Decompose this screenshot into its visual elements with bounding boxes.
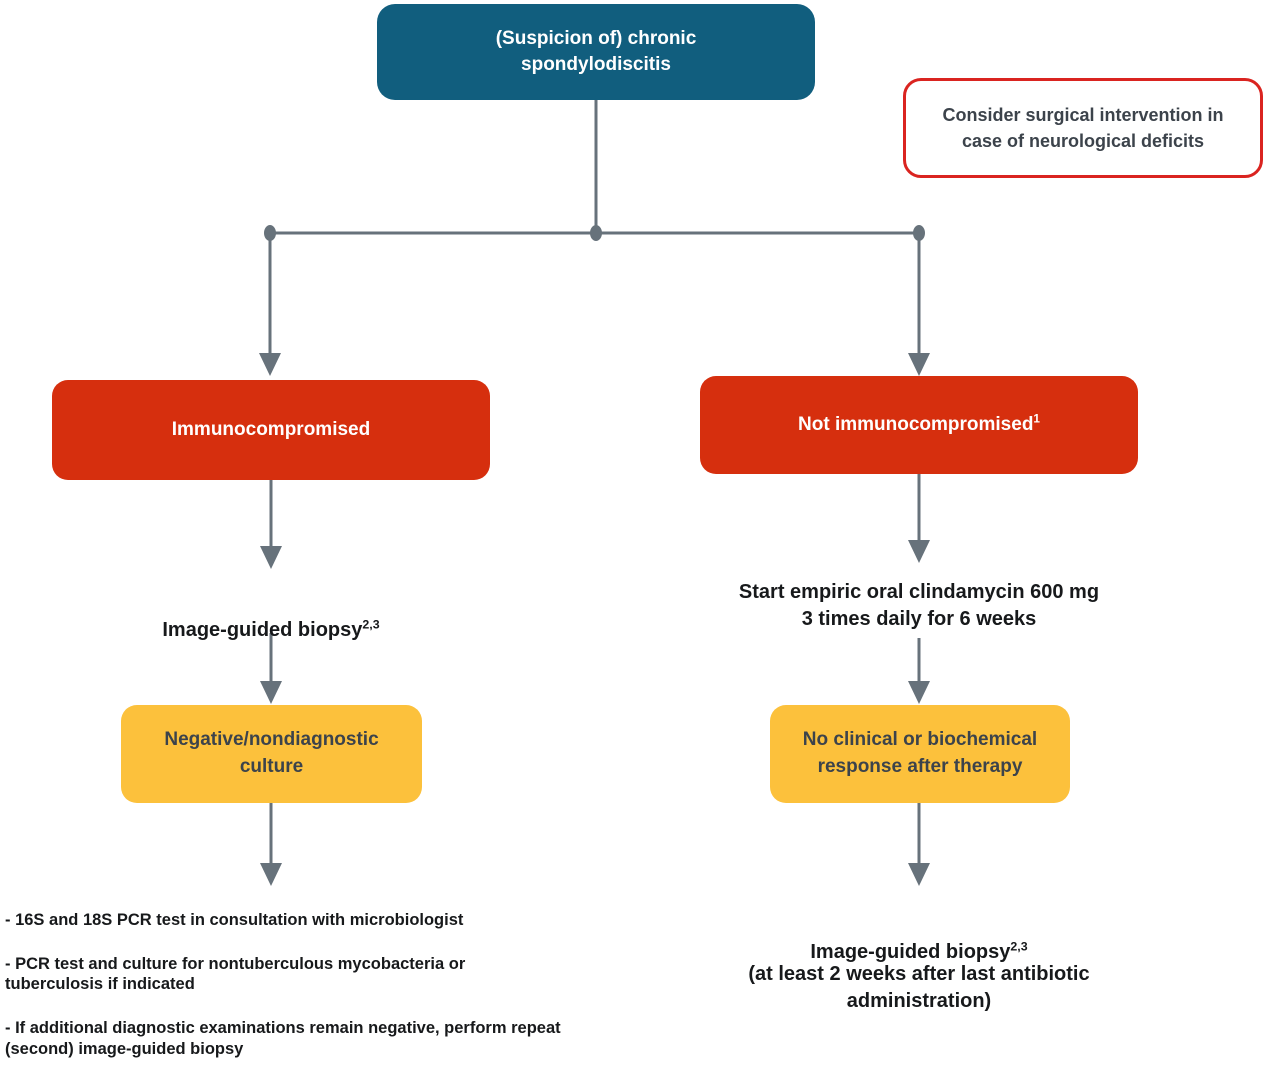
condition-node-not-immunocompromised: Not immunocompromised1	[700, 376, 1138, 474]
right-step-antibiotic-wait-note: (at least 2 weeks after last antibiotic …	[748, 963, 1090, 1012]
right-biopsy-label: Image-guided biopsy	[810, 941, 1011, 963]
right-step-to-result-arrowhead	[908, 681, 930, 704]
result-node-no-response: No clinical or biochemical response afte…	[770, 705, 1070, 803]
junction-dot-right	[913, 225, 925, 241]
junction-dot-left	[264, 225, 276, 241]
left-condition-to-biopsy-arrowhead	[260, 546, 282, 569]
condition-node-immunocompromised: Immunocompromised	[52, 380, 490, 480]
left-followup-list: - 16S and 18S PCR test in consultation w…	[5, 910, 645, 1059]
right-step-image-guided-biopsy: Image-guided biopsy2,3	[669, 912, 1169, 966]
right-step-clindamycin: Start empiric oral clindamycin 600 mg 3 …	[738, 581, 1100, 630]
condition-label: Not immunocompromised1	[798, 412, 1040, 438]
left-drop-arrowhead	[259, 353, 281, 376]
left-biopsy-to-result-arrowhead	[260, 681, 282, 704]
left-biopsy-label: Image-guided biopsy	[162, 619, 363, 641]
root-node-suspicion-chronic-spondylodiscitis: (Suspicion of) chronic spondylodiscitis	[377, 4, 815, 100]
left-biopsy-footnote-sup: 2,3	[362, 617, 380, 632]
left-result-to-followup-arrowhead	[260, 863, 282, 886]
result-node-negative-culture: Negative/nondiagnostic culture	[121, 705, 422, 803]
junction-dot-center	[590, 225, 602, 241]
followup-item-pcr-16s-18s: - 16S and 18S PCR test in consultation w…	[5, 911, 464, 929]
left-step-image-guided-biopsy: Image-guided biopsy2,3	[71, 590, 471, 644]
right-drop-arrowhead	[908, 353, 930, 376]
surgical-intervention-note: Consider surgical intervention in case o…	[903, 78, 1263, 178]
followup-item-repeat-biopsy: - If additional diagnostic examinations …	[5, 1018, 561, 1058]
right-condition-to-step-arrowhead	[908, 540, 930, 563]
right-biopsy-footnote-sup: 2,3	[1010, 939, 1028, 954]
right-result-to-biopsy-arrowhead	[908, 863, 930, 886]
condition-label-text: Not immunocompromised	[798, 414, 1034, 436]
followup-item-mycobacteria: - PCR test and culture for nontuberculou…	[5, 954, 466, 994]
condition-footnote-sup: 1	[1033, 412, 1040, 426]
